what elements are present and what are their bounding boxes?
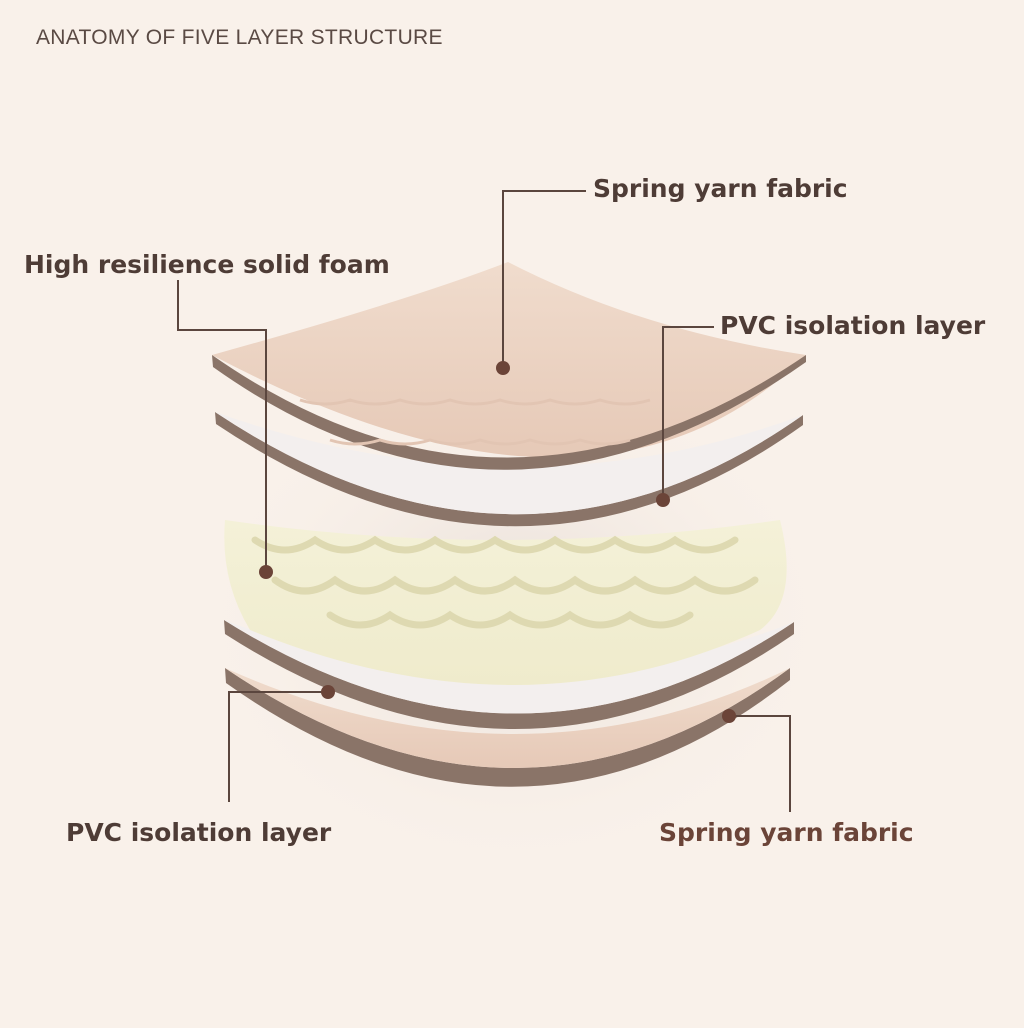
leader-line-pvc-bottom	[228, 691, 328, 802]
top-pvc-layer	[215, 412, 803, 527]
leader-line-pvc-top	[662, 326, 714, 500]
leader-lines	[177, 190, 791, 812]
leader-line-top-fabric	[502, 190, 586, 368]
marker-dot-bottom-fabric	[722, 709, 736, 723]
label-bottom-pvc-isolation-layer: PVC isolation layer	[66, 818, 332, 847]
marker-dots	[259, 361, 736, 723]
marker-dot-pvc-top	[656, 493, 670, 507]
leader-line-foam	[177, 280, 267, 572]
marker-dot-foam	[259, 565, 273, 579]
label-bottom-spring-yarn-fabric: Spring yarn fabric	[659, 818, 914, 847]
bottom-fabric-layer	[225, 668, 790, 787]
marker-dot-top-fabric	[496, 361, 510, 375]
label-top-pvc-isolation-layer: PVC isolation layer	[720, 311, 986, 340]
top-fabric-layer	[212, 262, 806, 470]
diagram-title: ANATOMY OF FIVE LAYER STRUCTURE	[36, 26, 443, 49]
label-top-spring-yarn-fabric: Spring yarn fabric	[593, 174, 848, 203]
marker-dot-pvc-bottom	[321, 685, 335, 699]
foam-layer	[224, 520, 787, 685]
label-high-resilience-foam: High resilience solid foam	[24, 250, 390, 279]
leader-line-bottom-fabric	[729, 715, 791, 812]
bottom-pvc-layer	[224, 620, 794, 729]
